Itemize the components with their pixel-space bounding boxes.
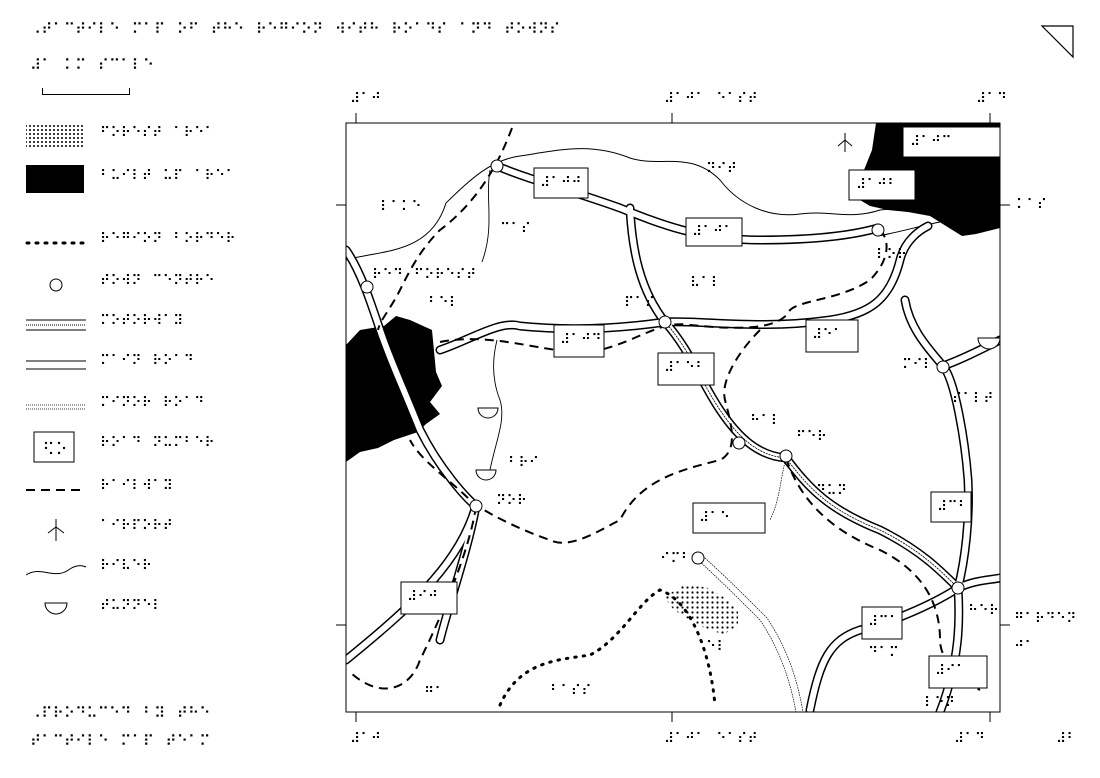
place-label: ⠇⠕⠗	[876, 247, 908, 263]
place-label: ⠍⠊⠇	[902, 357, 934, 373]
place-label: ⠇⠑⠝	[924, 695, 956, 711]
legend-label: ⠁⠊⠗⠏⠕⠗⠞	[100, 518, 174, 534]
semicircle-icon	[44, 602, 68, 615]
legend-item-border: ⠗⠑⠛⠊⠕⠝⠀⠃⠕⠗⠙⠑⠗	[24, 226, 324, 260]
coord-top: ⠼⠁⠚	[350, 91, 382, 107]
place-label: ⠉⠁⠎	[500, 221, 532, 237]
place-label: ⠓⠁⠇	[750, 413, 782, 429]
legend-label: ⠗⠁⠊⠇⠺⠁⠽	[100, 478, 174, 494]
legend-item-airport: ⠁⠊⠗⠏⠕⠗⠞	[24, 513, 324, 547]
legend-item-built-up: ⠃⠥⠊⠇⠞⠀⠥⠏⠀⠁⠗⠑⠁	[24, 163, 324, 197]
place-label: ⠙⠁⠍	[868, 645, 900, 661]
place-label: ⠃⠗⠊	[508, 455, 540, 471]
road-number-label: ⠼⠊⠚	[407, 589, 439, 605]
legend-label: ⠗⠊⠧⠑⠗	[100, 558, 153, 574]
legend-item-river: ⠗⠊⠧⠑⠗	[24, 553, 324, 587]
road-number-label: ⠼⠁⠚⠚	[540, 175, 582, 191]
place-label: ⠚⠁	[1014, 639, 1035, 655]
legend-item-minor-road: ⠍⠊⠝⠕⠗⠀⠗⠕⠁⠙	[24, 390, 324, 424]
road-number-label: ⠼⠉⠃	[937, 499, 969, 515]
fine-dotted-line-icon	[26, 404, 86, 410]
airport-icon	[47, 519, 65, 541]
coord-top: ⠼⠁⠙	[976, 91, 1008, 107]
place-label: ⠝⠊⠞	[706, 161, 738, 177]
legend-label: ⠞⠕⠺⠝⠀⠉⠑⠝⠞⠗⠑	[100, 273, 215, 289]
place-label: ⠓⠑⠗	[968, 603, 1000, 619]
footer-credit: ⠞⠁⠉⠞⠊⠇⠑⠀⠍⠁⠏⠀⠞⠑⠁⠍	[30, 732, 211, 750]
coord-bottom: ⠼⠃	[1056, 731, 1077, 747]
stipple-area-icon	[26, 123, 84, 149]
legend-label: ⠞⠥⠝⠝⠑⠇	[100, 598, 163, 614]
legend-item-motorway: ⠍⠕⠞⠕⠗⠺⠁⠽	[24, 308, 324, 342]
legend-item-tunnel: ⠞⠥⠝⠝⠑⠇	[24, 593, 324, 627]
circle-icon	[49, 278, 63, 292]
wave-line-icon	[25, 565, 87, 576]
road-number-label: ⠼⠁⠑	[699, 510, 731, 526]
legend-item-town: ⠞⠕⠺⠝⠀⠉⠑⠝⠞⠗⠑	[24, 268, 324, 302]
scale-bar	[42, 88, 130, 95]
legend-item-forest: ⠋⠕⠗⠑⠎⠞⠀⠁⠗⠑⠁	[24, 120, 324, 154]
legend-label: ⠗⠕⠁⠙⠀⠝⠥⠍⠃⠑⠗	[100, 435, 215, 451]
legend-label: ⠗⠑⠛⠊⠕⠝⠀⠃⠕⠗⠙⠑⠗	[100, 231, 236, 247]
place-label: ⠊⠍⠃	[660, 551, 692, 567]
scale-label: ⠼⠁⠀⠅⠍⠀⠎⠉⠁⠇⠑	[30, 56, 155, 74]
place-label: ⠏⠁⠎	[624, 295, 656, 311]
road-number-label: ⠼⠊⠁	[935, 663, 967, 679]
road-number-label: ⠼⠁⠑⠃	[664, 360, 706, 376]
legend-label: ⠃⠥⠊⠇⠞⠀⠥⠏⠀⠁⠗⠑⠁	[100, 168, 236, 184]
place-label: ⠎⠁⠇⠞	[952, 391, 994, 407]
place-label: ⠛⠁⠗⠙⠑⠝	[1014, 611, 1077, 627]
legend-label: ⠍⠊⠝⠕⠗⠀⠗⠕⠁⠙	[100, 395, 205, 411]
dashed-line-icon	[26, 489, 86, 491]
place-label: ⠝⠕⠗	[496, 493, 528, 509]
coord-bottom: ⠼⠁⠚⠁⠀⠑⠁⠎⠞	[664, 731, 759, 747]
place-label: ⠑⠇	[706, 639, 727, 655]
legend-item-railway: ⠗⠁⠊⠇⠺⠁⠽	[24, 473, 324, 507]
legend-label: ⠋⠕⠗⠑⠎⠞⠀⠁⠗⠑⠁	[100, 125, 215, 141]
map-frame	[345, 122, 1001, 713]
coord-top: ⠼⠁⠚⠁⠀⠑⠁⠎⠞	[664, 91, 759, 107]
legend-label: ⠍⠁⠊⠝⠀⠗⠕⠁⠙	[100, 353, 195, 369]
region-border	[498, 588, 717, 707]
place-label: ⠛⠁	[424, 685, 445, 701]
place-label: ⠇⠁⠅⠑	[380, 199, 422, 215]
forest-area	[664, 584, 738, 634]
orientation-corner-icon	[1040, 25, 1074, 59]
map-ticks	[336, 113, 1010, 722]
road-number-label: ⠼⠉⠁	[868, 614, 900, 630]
road-number-label: ⠼⠑⠁	[812, 327, 844, 343]
double-line-icon	[26, 360, 86, 370]
place-label: ⠗⠑⠙⠀⠋⠕⠗⠑⠎⠞	[372, 267, 477, 283]
legend-label: ⠍⠕⠞⠕⠗⠺⠁⠽	[100, 313, 184, 329]
dotted-line-icon	[25, 241, 88, 245]
footer-credit: ⠠⠏⠗⠕⠙⠥⠉⠑⠙⠀⠃⠽⠀⠞⠓⠑	[30, 704, 211, 722]
place-label: ⠅⠁⠎	[1016, 197, 1048, 213]
boxed-label-icon	[33, 431, 75, 463]
map-title: ⠠⠞⠁⠉⠞⠊⠇⠑⠀⠍⠁⠏⠀⠕⠋⠀⠞⠓⠑⠀⠗⠑⠛⠊⠕⠝⠀⠺⠊⠞⠓⠀⠗⠕⠁⠙⠎⠀⠁⠝…	[30, 20, 561, 38]
road-number-label: ⠼⠁⠚⠙	[560, 332, 602, 348]
place-label: ⠃⠑⠇	[428, 295, 460, 311]
river-branch	[481, 169, 503, 471]
coord-bottom: ⠼⠁⠚	[350, 731, 382, 747]
coord-bottom: ⠼⠁⠙	[954, 731, 986, 747]
airport-marker	[837, 133, 853, 152]
triple-line-icon	[26, 319, 86, 331]
place-label: ⠙⠥⠝	[816, 483, 848, 499]
road-number-label: ⠼⠁⠚⠁	[692, 224, 734, 240]
place-label: ⠋⠑⠗	[796, 429, 828, 445]
solid-area-icon	[26, 165, 84, 193]
road-number-label: ⠼⠁⠚⠃	[856, 177, 898, 193]
road-number-boxes	[400, 126, 1001, 689]
place-label: ⠧⠁⠇	[690, 275, 722, 291]
river	[445, 148, 1000, 216]
place-label: ⠃⠁⠎⠎	[550, 683, 592, 699]
road-number-label: ⠼⠁⠚⠉	[910, 134, 952, 150]
legend-item-main-road: ⠍⠁⠊⠝⠀⠗⠕⠁⠙	[24, 348, 324, 382]
legend-item-road-number: ⠗⠕⠁⠙⠀⠝⠥⠍⠃⠑⠗	[24, 430, 324, 464]
